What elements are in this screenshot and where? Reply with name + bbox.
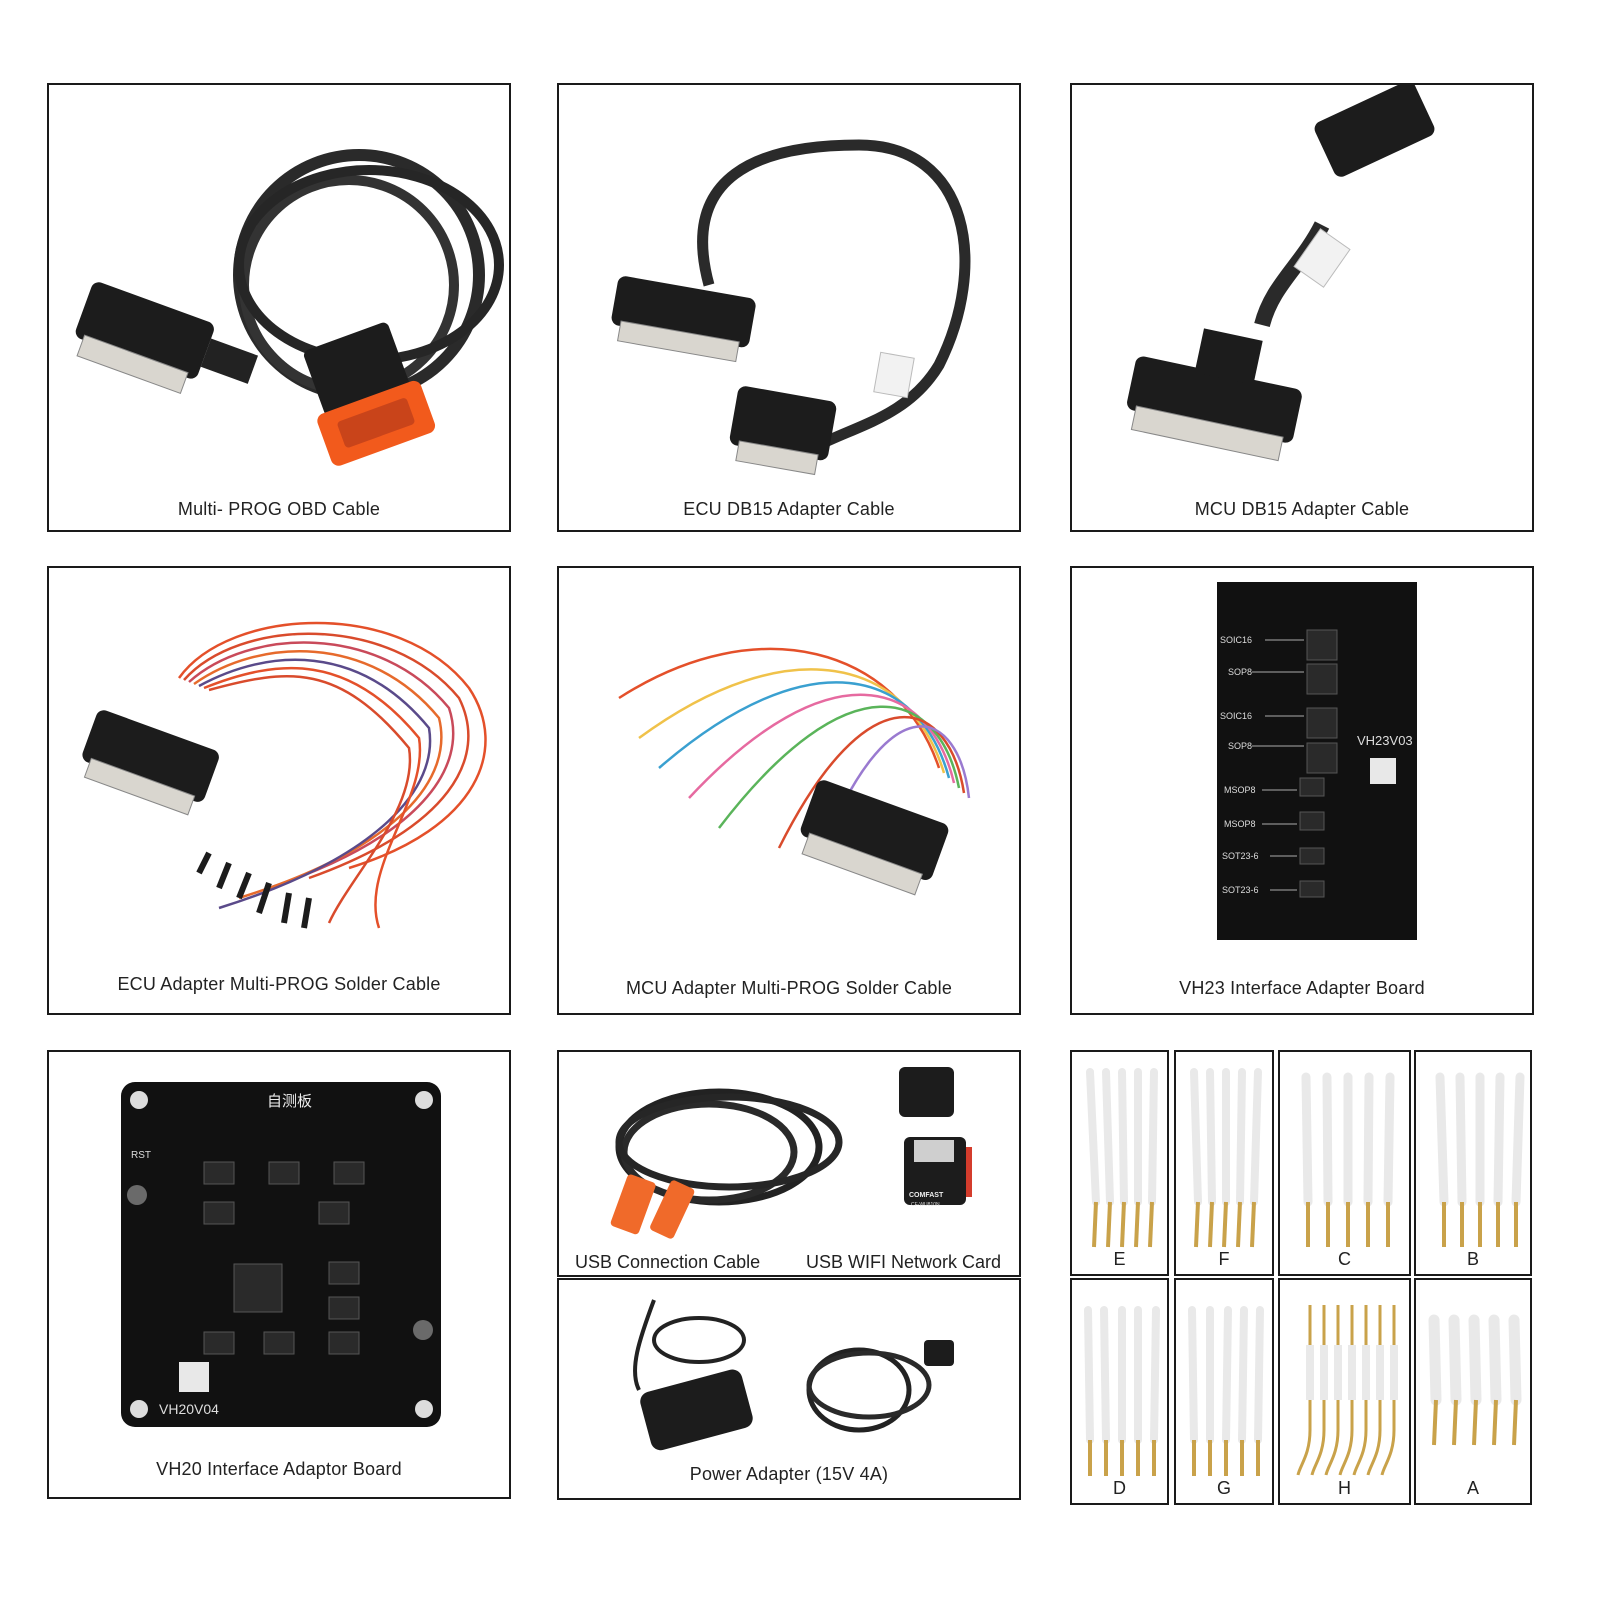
usb-items-image <box>610 1067 972 1239</box>
vh20-title: 自测板 <box>267 1093 313 1110</box>
vh23-label-sot23-b: SOT23-6 <box>1222 885 1259 895</box>
panel-ecu-solder-cable: ECU Adapter Multi-PROG Solder Cable <box>47 566 511 1015</box>
caption-mcu-db15: MCU DB15 Adapter Cable <box>1194 499 1410 519</box>
caption-ecu-db15: ECU DB15 Adapter Cable <box>683 499 895 519</box>
pin-label-a: A <box>1466 1478 1479 1498</box>
pin-adapter-b-image <box>1435 1072 1525 1247</box>
pin-label-c: C <box>1338 1249 1351 1269</box>
vh23-model-label: VH23V03 <box>1357 733 1413 748</box>
panel-mcu-solder-cable: MCU Adapter Multi-PROG Solder Cable <box>557 566 1021 1015</box>
ecu-db15-cable-image <box>611 139 971 476</box>
caption-mcu-solder: MCU Adapter Multi-PROG Solder Cable <box>625 978 953 998</box>
vh23-label-msop8-a: MSOP8 <box>1224 785 1256 795</box>
vh23-label-soic16-b: SOIC16 <box>1220 711 1253 721</box>
vh20-board-image <box>121 1082 441 1427</box>
vh23-label-sop8-b: SOP8 <box>1228 741 1253 751</box>
mcu-db15-cable-image <box>1127 85 1435 462</box>
pin-label-e: E <box>1113 1249 1126 1269</box>
caption-obd-cable: Multi- PROG OBD Cable <box>177 499 381 519</box>
panel-mcu-db15-adapter-cable: MCU DB15 Adapter Cable <box>1070 83 1534 532</box>
pin-label-g: G <box>1216 1478 1231 1498</box>
panel-usb-items: COMFAST CF-WU810N USB Connection Cable U… <box>557 1050 1021 1277</box>
panel-power-adapter: Power Adapter (15V 4A) <box>557 1278 1021 1500</box>
wifi-model-label: CF-WU810N <box>911 1202 940 1208</box>
pin-adapter-c: C <box>1278 1050 1411 1276</box>
vh23-board-image <box>1217 582 1417 940</box>
caption-vh20: VH20 Interface Adaptor Board <box>156 1459 402 1479</box>
wifi-brand-label: COMFAST <box>909 1192 944 1199</box>
caption-vh23: VH23 Interface Adapter Board <box>1179 978 1425 998</box>
vh23-label-sop8-a: SOP8 <box>1228 667 1253 677</box>
caption-ecu-solder: ECU Adapter Multi-PROG Solder Cable <box>117 974 441 994</box>
panel-ecu-db15-adapter-cable: ECU DB15 Adapter Cable <box>557 83 1021 532</box>
caption-usb-cable: USB Connection Cable <box>575 1252 761 1272</box>
pin-adapter-f-image <box>1190 1068 1262 1248</box>
pin-label-h: H <box>1338 1478 1351 1498</box>
pin-adapter-c-image <box>1301 1072 1395 1247</box>
pin-adapter-b: B <box>1414 1050 1532 1276</box>
pin-adapter-e-image <box>1086 1068 1158 1248</box>
panel-multi-prog-obd-cable: Multi- PROG OBD Cable <box>47 83 511 532</box>
pin-adapter-h: H <box>1278 1278 1411 1505</box>
pin-label-b: B <box>1466 1249 1479 1269</box>
pin-adapter-d: D <box>1070 1278 1169 1505</box>
pin-label-d: D <box>1113 1478 1126 1498</box>
vh23-label-soic16-a: SOIC16 <box>1220 635 1253 645</box>
panel-vh20-interface-board: 自测板 RST VH20V04 VH20 Interface Adaptor B… <box>47 1050 511 1499</box>
pin-adapter-f: F <box>1174 1050 1274 1276</box>
power-adapter-image <box>632 1299 954 1451</box>
vh23-label-msop8-b: MSOP8 <box>1224 819 1256 829</box>
ecu-solder-cable-image <box>82 621 487 929</box>
panel-vh23-interface-board: SOIC16 SOP8 SOIC16 SOP8 MSOP8 MSOP8 SOT2… <box>1070 566 1534 1015</box>
caption-usb-wifi: USB WIFI Network Card <box>806 1252 1002 1272</box>
pin-adapter-g-image <box>1188 1306 1264 1476</box>
caption-power-adapter: Power Adapter (15V 4A) <box>689 1464 889 1484</box>
mcu-solder-cable-image <box>618 647 971 896</box>
pin-adapter-e: E <box>1070 1050 1169 1276</box>
pin-adapter-a-image <box>1428 1314 1522 1446</box>
pin-label-f: F <box>1218 1249 1230 1269</box>
obd-cable-image <box>75 149 504 466</box>
vh20-rst-label: RST <box>131 1150 151 1161</box>
pin-adapter-a: A <box>1414 1278 1532 1505</box>
pin-adapter-d-image <box>1084 1306 1160 1476</box>
vh23-label-sot23-a: SOT23-6 <box>1222 851 1259 861</box>
vh20-model-label: VH20V04 <box>159 1401 219 1417</box>
pin-adapter-h-image <box>1296 1305 1398 1476</box>
pin-adapter-g: G <box>1174 1278 1274 1505</box>
